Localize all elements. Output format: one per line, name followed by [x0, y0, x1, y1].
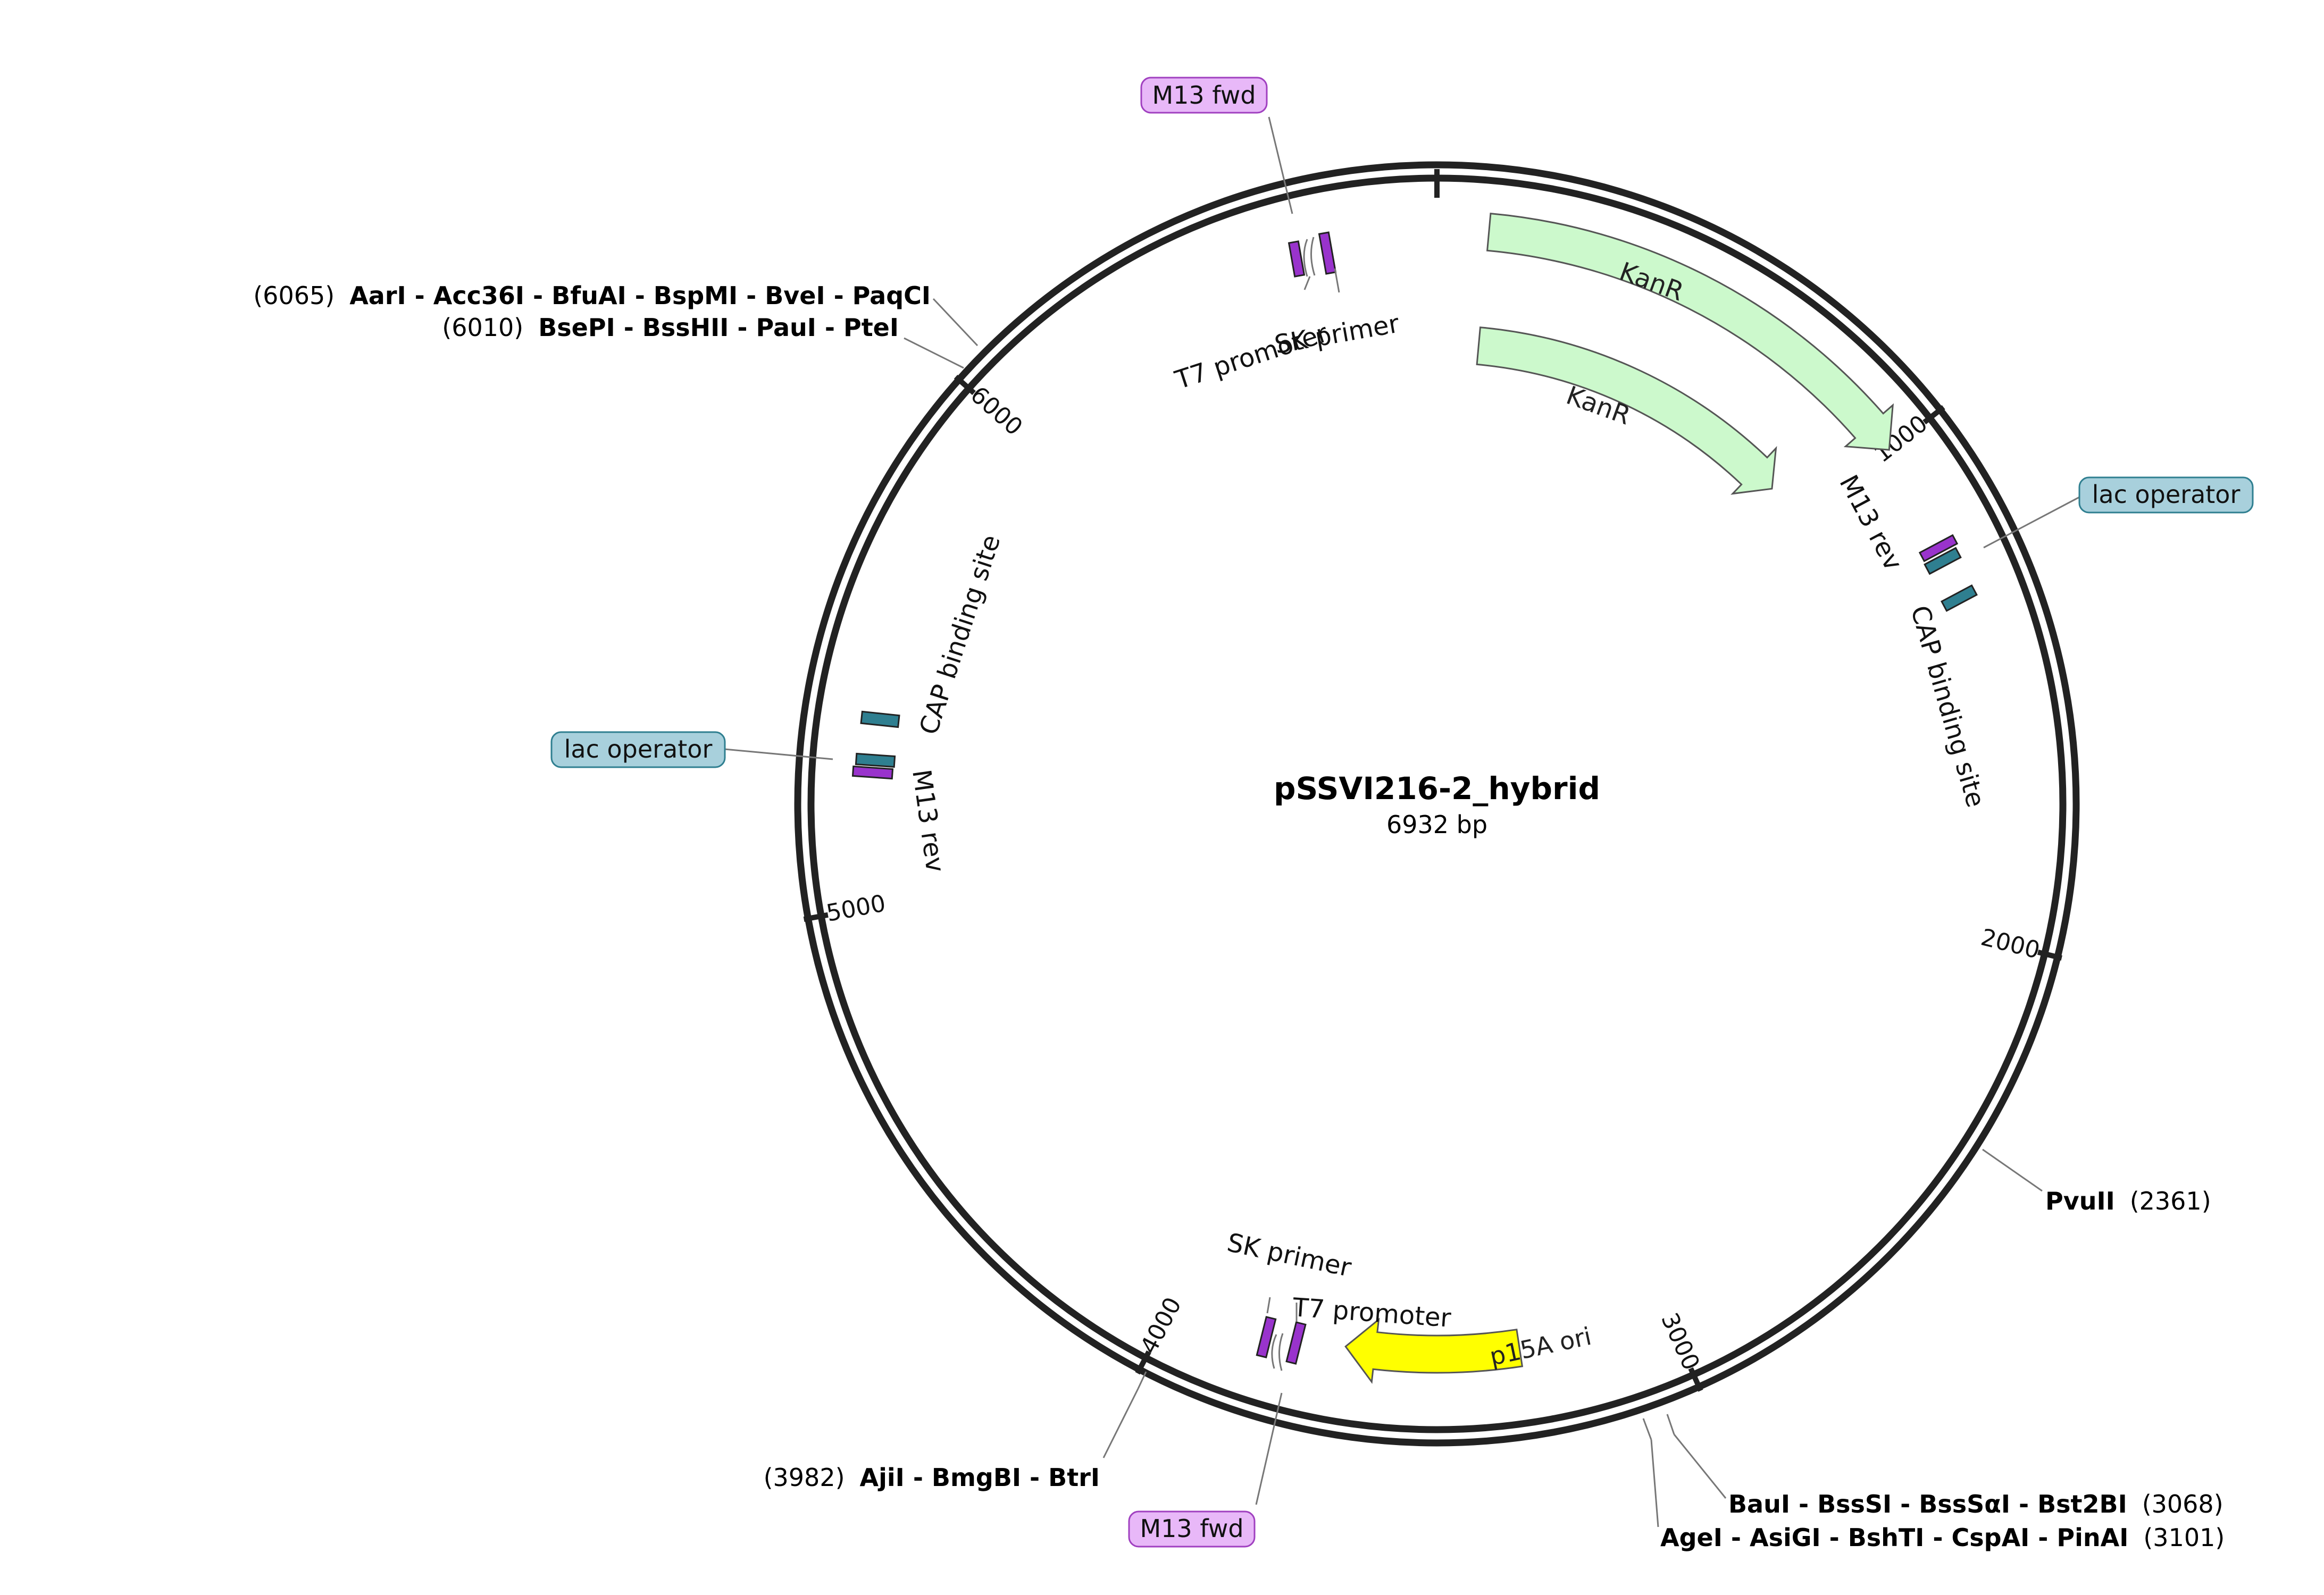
site-position: (3068) — [2142, 1490, 2223, 1518]
site-2361-label: PvuII (2361) — [2045, 1187, 2211, 1215]
feature-kanr-inner[interactable]: KanR — [1476, 326, 1777, 495]
site-6065[interactable]: (6065) AarI - Acc36I - BfuAI - BspMI - Bv… — [253, 281, 979, 347]
tick-mark-6000 — [954, 374, 976, 395]
lac-operator-mark[interactable] — [1924, 547, 1962, 575]
kanr-inner-arrow[interactable] — [1476, 326, 1777, 495]
site-position: (3982) — [764, 1463, 845, 1492]
leader-line — [724, 748, 833, 760]
plasmid-name: pSSVI216-2_hybrid — [1274, 770, 1600, 807]
m13-fwd-bottom-text: M13 fwd — [1140, 1514, 1243, 1543]
sk-primer-top-label: SK primer — [1272, 309, 1401, 360]
leader-line — [1268, 116, 1293, 214]
site-3101[interactable]: AgeI - AsiGI - BshTI - CspAI - PinAI (310… — [1642, 1418, 2225, 1552]
cap-binding-left-label: CAP binding site — [914, 531, 1006, 738]
leader-line — [1642, 1418, 1652, 1440]
site-3982[interactable]: (3982) AjiI - BmgBI - BtrI — [764, 1371, 1147, 1492]
leader-line — [1666, 1414, 1675, 1435]
cap-binding-right-label: CAP binding site — [1904, 602, 1991, 811]
site-6065-label: (6065) AarI - Acc36I - BfuAI - BspMI - Bv… — [253, 281, 931, 310]
tick-label-6000: 6000 — [965, 381, 1028, 441]
site-6010-label: (6010) BsePI - BssHII - PauI - PteI — [442, 313, 899, 342]
m13-fwd-top-tag[interactable]: M13 fwd — [1140, 77, 1268, 114]
site-3982-label: (3982) AjiI - BmgBI - BtrI — [764, 1463, 1100, 1492]
promoter-mark — [1303, 237, 1316, 277]
m13-rev-left-label: M13 rev — [906, 768, 950, 874]
lac-operator-right-box[interactable] — [2078, 476, 2254, 514]
primer-mark[interactable] — [851, 765, 894, 780]
primer-mark[interactable] — [1318, 231, 1337, 275]
leader-line — [1266, 1297, 1271, 1314]
site-6010[interactable]: (6010) BsePI - BssHII - PauI - PteI — [442, 313, 964, 369]
leader-line — [904, 337, 964, 369]
cap-binding-site-mark[interactable] — [1941, 584, 1978, 612]
p15a-ori-label: p15A ori — [1487, 1322, 1594, 1371]
plasmid-backbone — [794, 161, 2080, 1447]
primer-mark[interactable] — [1256, 1316, 1277, 1358]
site-3068[interactable]: BauI - BssSI - BssSαI - Bst2BI (3068) — [1666, 1414, 2223, 1518]
lac-operator-right-text: lac operator — [2092, 480, 2241, 509]
leader-line — [1673, 1434, 1727, 1499]
site-position: (2361) — [2130, 1187, 2211, 1215]
leader-line — [1303, 276, 1311, 290]
p15a-ori-arrow[interactable] — [1344, 1317, 1524, 1384]
tick-label-3000: 3000 — [1656, 1309, 1704, 1374]
site-enzymes: BauI - BssSI - BssSαI - Bst2BI — [1728, 1490, 2127, 1518]
leader-line — [1650, 1439, 1659, 1527]
site-enzymes: AgeI - AsiGI - BshTI - CspAI - PinAI — [1660, 1523, 2128, 1552]
sk-primer-bottom-label: SK primer — [1225, 1228, 1354, 1283]
site-enzymes: AarI - Acc36I - BfuAI - BspMI - BveI - P… — [349, 281, 931, 310]
kanr-outer-arrow[interactable] — [1486, 212, 1894, 451]
primer-mark[interactable] — [1918, 534, 1959, 563]
tick-mark-3000 — [1688, 1367, 1703, 1392]
tick-label-2000: 2000 — [1978, 924, 2043, 964]
lac-operator-mark[interactable] — [855, 752, 896, 768]
cap-binding-site-mark[interactable] — [860, 710, 900, 728]
feature-cluster-top: T7 promoter SK primer — [1171, 116, 1402, 396]
tick-mark-4000 — [1135, 1350, 1151, 1375]
m13-fwd-bottom-tag[interactable]: M13 fwd — [1128, 1510, 1256, 1548]
site-position: (3101) — [2143, 1523, 2225, 1552]
leader-line — [1137, 1371, 1147, 1389]
t7-promoter-bottom-label: T7 promoter — [1291, 1292, 1452, 1333]
site-position: (6010) — [442, 313, 523, 342]
lac-operator-left-box[interactable] — [550, 731, 726, 768]
leader-line — [1982, 1148, 2043, 1192]
site-3101-label: AgeI - AsiGI - BshTI - CspAI - PinAI (310… — [1660, 1523, 2225, 1552]
feature-cluster-left: CAP binding site M13 rev — [724, 531, 1006, 874]
leader-line — [1102, 1388, 1139, 1458]
leader-line — [932, 298, 979, 347]
promoter-mark — [1271, 1333, 1284, 1371]
primer-mark[interactable] — [1285, 1321, 1307, 1365]
lac-operator-left-text: lac operator — [564, 735, 713, 763]
lac-operator-right-tag[interactable]: lac operator — [2078, 476, 2254, 514]
lac-operator-left-tag[interactable]: lac operator — [550, 731, 726, 768]
tick-mark-2000 — [2037, 950, 2062, 961]
m13-fwd-top-text: M13 fwd — [1152, 81, 1256, 110]
leader-line — [1334, 268, 1340, 293]
tick-mark-1000 — [1922, 405, 1945, 425]
site-enzymes: AjiI - BmgBI - BtrI — [860, 1463, 1100, 1492]
site-enzymes: BsePI - BssHII - PauI - PteI — [538, 313, 899, 342]
primer-mark[interactable] — [1288, 240, 1306, 278]
tick-mark-5000 — [803, 912, 829, 922]
tick-label-5000: 5000 — [824, 890, 888, 927]
feature-p15a-ori[interactable]: p15A ori — [1344, 1317, 1594, 1384]
leader-line — [1983, 496, 2081, 549]
site-enzymes: PvuII — [2045, 1187, 2115, 1215]
site-2361[interactable]: PvuII (2361) — [1982, 1148, 2211, 1215]
m13-fwd-top-box[interactable] — [1140, 77, 1268, 114]
site-3068-label: BauI - BssSI - BssSαI - Bst2BI (3068) — [1728, 1490, 2223, 1518]
backbone-outer-strand — [794, 161, 2080, 1447]
site-position: (6065) — [253, 281, 335, 310]
plasmid-length: 6932 bp — [1386, 810, 1487, 839]
m13-fwd-bottom-box[interactable] — [1128, 1510, 1256, 1548]
m13-rev-right-label: M13 rev — [1833, 470, 1908, 575]
tick-label-4000: 4000 — [1135, 1293, 1187, 1358]
leader-line — [1255, 1392, 1283, 1505]
